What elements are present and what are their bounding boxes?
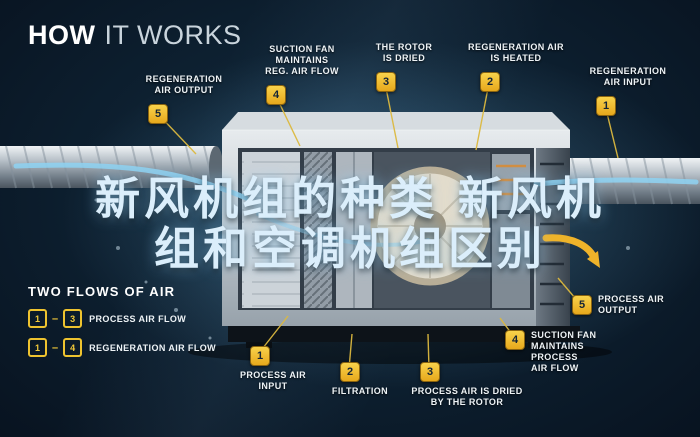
output-arrow [542,234,600,268]
callout-regeneration-air-heated: 2 REGENERATION AIR IS HEATED [466,42,566,92]
page-title: HOW IT WORKS [28,20,242,51]
unit-cabinet [188,112,612,364]
callout-process-air-dried: 3 PROCESS AIR IS DRIED BY THE ROTOR [408,362,526,408]
callout-filtration: 2 FILTRATION [328,362,392,397]
legend-dash: – [52,312,59,325]
particle-dots [94,198,630,340]
legend-heading: TWO FLOWS OF AIR [28,284,176,299]
step-badge-1: 1 [250,346,270,366]
legend-row-regeneration-air: 1 – 4 REGENERATION AIR FLOW [28,338,216,357]
callout-label: PROCESS AIR OUTPUT [598,294,665,315]
legend-badge-to: 4 [63,338,83,357]
callout-label: SUCTION FAN MAINTAINS REG. AIR FLOW [265,44,339,76]
callout-label: PROCESS AIR INPUT [239,370,307,391]
callout-suction-fan-reg-air: 4 SUCTION FAN MAINTAINS REG. AIR FLOW [252,44,352,105]
legend-badge-from: 1 [28,309,47,328]
legend-row-process-air: 1 – 3 PROCESS AIR FLOW [28,309,216,328]
callout-label: FILTRATION [331,386,389,396]
step-badge-5: 5 [148,104,168,124]
callout-regeneration-air-output: 5 REGENERATION AIR OUTPUT [134,74,234,124]
legend-dash: – [52,341,59,354]
unit-base [228,326,580,348]
legend-label: PROCESS AIR FLOW [89,313,187,324]
filter-panel [304,152,332,308]
callout-label: SUCTION FAN MAINTAINS PROCESS AIR FLOW [531,330,597,373]
overlay-title-line2: 组和空调机组区别 [153,222,546,276]
step-badge-2: 2 [480,72,500,92]
step-badge-4: 4 [505,330,525,350]
legend-badge-from: 1 [28,338,47,357]
step-badge-3: 3 [376,72,396,92]
callout-regeneration-air-input: 1 REGENERATION AIR INPUT [582,66,674,116]
overlay-title: 新风机组的种类 新风机 组和空调机组区别 [0,172,700,276]
step-badge-1: 1 [596,96,616,116]
callout-suction-fan-process-air: 4 SUCTION FAN MAINTAINS PROCESS AIR FLOW [505,330,623,374]
legend-label: REGENERATION AIR FLOW [89,342,217,353]
legend: TWO FLOWS OF AIR 1 – 3 PROCESS AIR FLOW … [28,284,216,357]
title-light: IT WORKS [104,20,242,50]
callout-label: THE ROTOR IS DRIED [375,42,433,63]
callout-process-air-output: 5 PROCESS AIR OUTPUT [572,294,676,316]
airflow-lines [13,162,699,247]
step-badge-2: 2 [340,362,360,382]
step-badge-5: 5 [572,295,592,315]
callout-label: REGENERATION AIR OUTPUT [145,74,223,95]
callout-label: REGENERATION AIR INPUT [589,66,667,87]
callout-rotor-is-dried: 3 THE ROTOR IS DRIED [362,42,446,92]
legend-badge-to: 3 [63,309,83,328]
overlay-title-line1: 新风机组的种类 新风机 [95,172,605,225]
callout-label: PROCESS AIR IS DRIED BY THE ROTOR [411,386,523,407]
callout-process-air-input: 1 PROCESS AIR INPUT [238,346,308,392]
rotor [370,152,490,308]
step-badge-3: 3 [420,362,440,382]
callout-label: REGENERATION AIR IS HEATED [468,42,564,63]
heater [492,154,530,210]
step-badge-4: 4 [266,85,286,105]
title-bold: HOW [28,20,96,50]
